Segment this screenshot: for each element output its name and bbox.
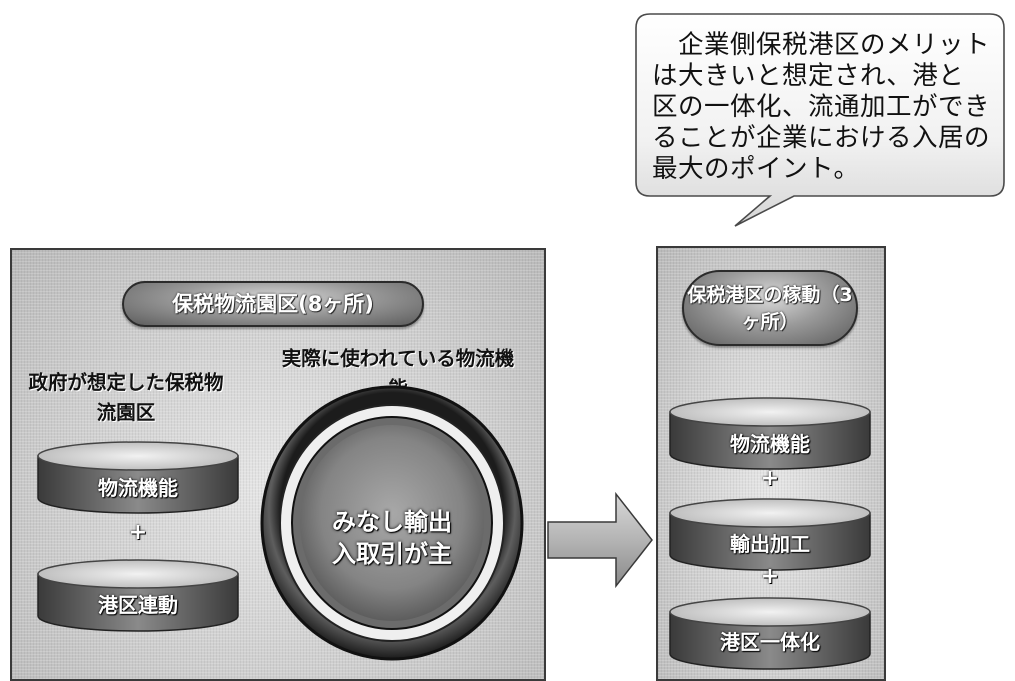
cylinder-label-logistics: 物流機能 [730, 432, 810, 456]
plus-sign: + [760, 564, 780, 589]
cylinder-label-port-area-linkage: 港区連動 [98, 593, 178, 617]
export-processing-cylinder [669, 498, 871, 571]
bonded-logistics-park-title: 保税物流園区(8ヶ所) [122, 281, 424, 327]
government-assumed-caption: 政府が想定した保税物流園区 [28, 371, 224, 424]
port-area-integration-cylinder [669, 597, 871, 670]
bonded-port-area-title: 保税港区の稼動（3ヶ所） [682, 270, 858, 346]
deemed-import-export-text: みなし輸出入取引が主 [332, 508, 452, 568]
cylinder-label-logistics: 物流機能 [98, 476, 178, 500]
logistics-function-cylinder [37, 441, 239, 514]
deemed-import-export-ring [260, 385, 524, 661]
right-arrow-icon [547, 491, 653, 589]
speech-bubble-text: 企業側保税港区のメリットは大きいと想定され、港と区の一体化、流通加工ができること… [652, 30, 991, 184]
plus-sign: + [128, 520, 148, 545]
logistics-function-cylinder [669, 397, 871, 470]
plus-sign: + [760, 466, 780, 491]
cylinder-label-port-area-integration: 港区一体化 [720, 630, 820, 654]
cylinder-label-export-processing: 輸出加工 [730, 532, 810, 556]
port-area-linkage-cylinder [37, 559, 239, 632]
